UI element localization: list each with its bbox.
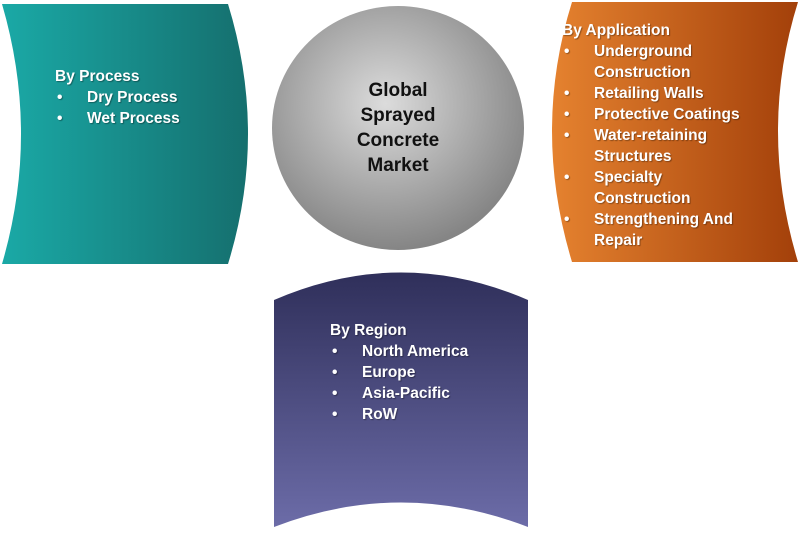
process-heading: By Process [55,68,140,85]
application-panel-shape [552,2,798,262]
list-item-label: North America [362,343,469,360]
list-item: • Retailing Walls [562,83,762,104]
list-item-label: Strengthening And Repair [594,211,733,249]
center-title-line: Concrete [356,130,440,151]
bullet-icon: • [564,169,570,186]
region-panel-shape [274,272,528,527]
process-list: • Dry Process • Wet Process [55,87,245,129]
bullet-icon: • [564,106,570,123]
bullet-icon: • [332,406,338,423]
bullet-icon: • [564,211,570,228]
list-item: • Europe [330,362,510,383]
process-panel: By Process • Dry Process • Wet Process [55,66,245,129]
list-item: • Specialty Construction [562,167,762,209]
list-item: • Underground Construction [562,41,762,83]
list-item: • Protective Coatings [562,104,762,125]
list-item: • RoW [330,404,510,425]
list-item-label: RoW [362,406,398,423]
region-heading: By Region [330,322,407,339]
application-list: • Underground Construction • Retailing Wal… [562,41,762,251]
list-item-label: Wet Process [87,110,180,127]
list-item: • Dry Process [55,87,245,108]
list-item-label: Europe [362,364,416,381]
list-item: • Asia-Pacific [330,383,510,404]
list-item-label: Water-retaining Structures [594,127,708,165]
center-title-line: Market [367,155,429,176]
list-item: • North America [330,341,510,362]
list-item-label: Retailing Walls [594,85,704,102]
list-item-label: Dry Process [87,89,178,106]
center-circle [272,6,524,250]
bullet-icon: • [332,343,338,360]
process-panel-shape [2,4,248,264]
bullet-icon: • [57,110,63,127]
bullet-icon: • [564,85,570,102]
list-item-label: Specialty Construction [594,169,691,207]
bullet-icon: • [564,127,570,144]
center-title: Global Sprayed Concrete Market [318,78,478,178]
list-item-label: Asia-Pacific [362,385,450,402]
bullet-icon: • [564,43,570,60]
list-item-label: Underground Construction [594,43,693,81]
application-heading: By Application [562,22,670,39]
list-item: • Strengthening And Repair [562,209,762,251]
region-list: • North America • Europe • Asia-Pacific • Ro… [330,341,510,425]
list-item: • Wet Process [55,108,245,129]
center-title-line: Sprayed [360,105,436,126]
list-item-label: Protective Coatings [594,106,740,123]
bullet-icon: • [332,364,338,381]
list-item: • Water-retaining Structures [562,125,762,167]
bullet-icon: • [57,89,63,106]
application-panel: By Application • Underground Construction… [562,20,762,251]
center-title-line: Global [368,80,428,101]
region-panel: By Region • North America • Europe • Asia-P… [330,320,510,425]
bullet-icon: • [332,385,338,402]
